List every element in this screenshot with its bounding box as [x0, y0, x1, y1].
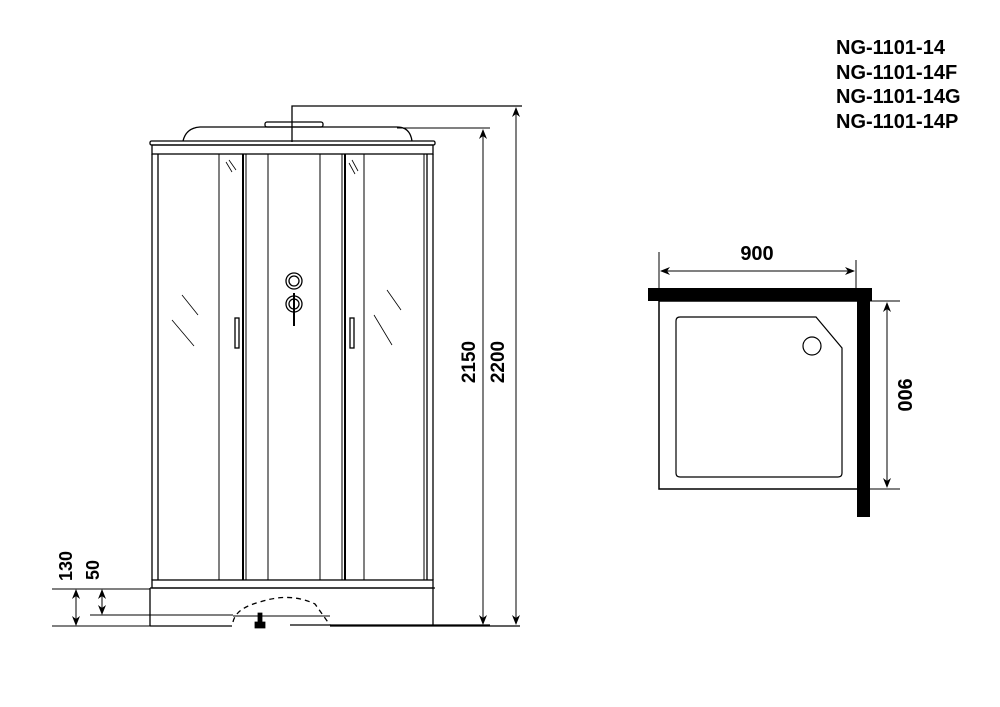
- tray-outline: [658, 300, 861, 490]
- model-label: NG-1101-14F: [836, 61, 958, 84]
- front-view: [149, 105, 522, 629]
- dim-label-depth: 900: [893, 378, 915, 411]
- control-knob-icon: [285, 272, 303, 290]
- front-dimensions: [52, 107, 520, 627]
- adjustable-foot: [254, 612, 266, 629]
- dim-label-width: 900: [740, 243, 773, 265]
- model-list: NG-1101-14 NG-1101-14F NG-1101-14G NG-11…: [836, 36, 961, 134]
- dim-label-total-height: 2200: [488, 341, 509, 383]
- model-label: NG-1101-14: [836, 37, 945, 59]
- drain-icon: [802, 336, 822, 356]
- top-dimensions: [658, 252, 900, 490]
- wall-top: [648, 288, 872, 301]
- overhead-pipe: [291, 105, 522, 142]
- model-label: NG-1101-14G: [836, 86, 961, 108]
- dim-label-foot-clearance: 50: [83, 560, 103, 580]
- glass-reflection: [171, 159, 402, 347]
- right-door-handle: [349, 317, 355, 349]
- tray-hidden-contour: [232, 596, 331, 626]
- top-view: [648, 288, 872, 517]
- wall-right: [857, 301, 870, 517]
- roof-top-cap: [264, 121, 324, 128]
- left-door-handle: [234, 317, 240, 349]
- roof-dome: [182, 126, 413, 142]
- model-label: NG-1101-14P: [836, 110, 959, 133]
- tray-basin: [675, 316, 843, 478]
- dim-label-tray-height: 130: [56, 551, 76, 581]
- dim-label-cabin-height: 2150: [459, 341, 480, 383]
